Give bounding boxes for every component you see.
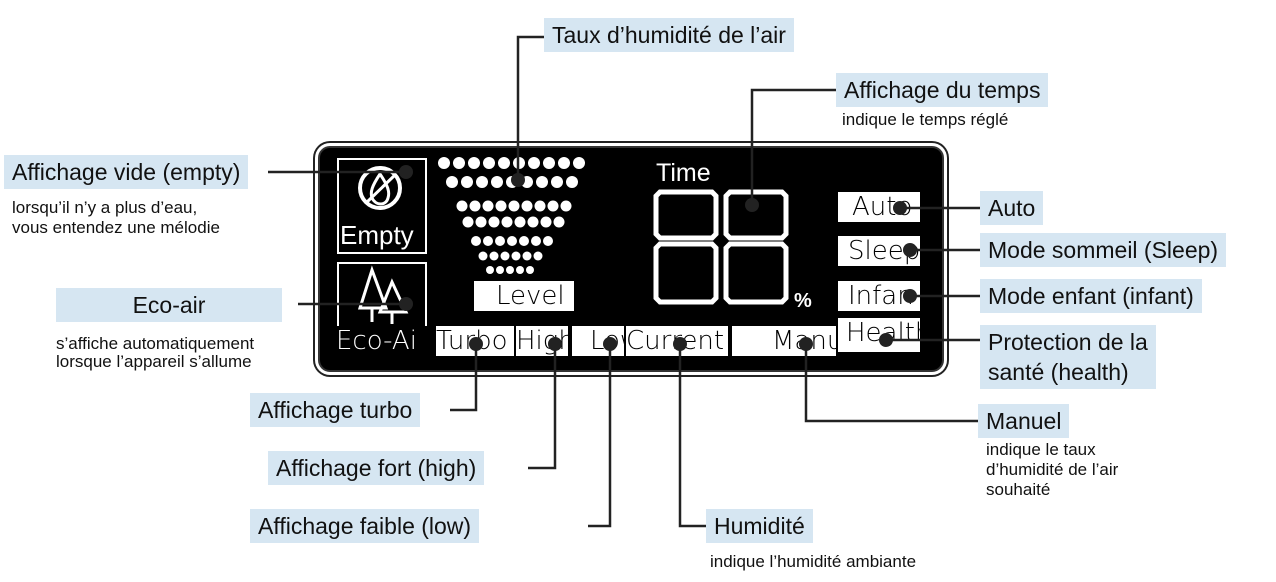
level-dot bbox=[514, 216, 526, 228]
level-dot bbox=[558, 157, 570, 169]
callout-eco-air: Eco-air bbox=[56, 288, 282, 322]
level-dot bbox=[553, 216, 565, 228]
callout-eco-air-sub-2: lorsque l’appareil s’allume bbox=[56, 352, 252, 371]
level-dot bbox=[527, 216, 539, 228]
level-dot bbox=[536, 176, 548, 188]
level-dot bbox=[531, 236, 541, 246]
callout-humidity-rate: Taux d’humidité de l’air bbox=[544, 18, 794, 52]
level-dot bbox=[495, 200, 507, 212]
level-dot bbox=[483, 236, 493, 246]
level-dot bbox=[521, 200, 533, 212]
level-dot bbox=[488, 216, 500, 228]
callout-health-line-1: Protection de la bbox=[988, 329, 1148, 355]
level-dot bbox=[478, 251, 488, 261]
callout-empty-sub-1: lorsqu’il n’y a plus d’eau, bbox=[12, 198, 198, 217]
level-dot bbox=[456, 200, 468, 212]
level-dot bbox=[475, 216, 487, 228]
callout-empty-sub-2: vous entendez une mélodie bbox=[12, 218, 220, 237]
level-dot bbox=[486, 266, 494, 274]
level-dot bbox=[543, 157, 555, 169]
level-dot bbox=[566, 176, 578, 188]
level-dot bbox=[534, 200, 546, 212]
level-dot bbox=[482, 200, 494, 212]
level-dot bbox=[461, 176, 473, 188]
callout-manual-sub-2: d’humidité de l’air bbox=[986, 460, 1119, 479]
level-dot bbox=[498, 157, 510, 169]
callout-manual-sub-3: souhaité bbox=[986, 480, 1051, 499]
level-dot bbox=[551, 176, 563, 188]
callout-eco-air-sub-1: s’affiche automatiquement bbox=[56, 334, 255, 353]
lcd-time-label: Time bbox=[656, 159, 711, 187]
level-dot bbox=[468, 157, 480, 169]
level-dot bbox=[495, 236, 505, 246]
level-dot bbox=[491, 176, 503, 188]
seven-segment-digit-right bbox=[723, 189, 789, 305]
level-dot bbox=[533, 251, 543, 261]
callout-high: Affichage fort (high) bbox=[268, 451, 485, 485]
leader-endpoints bbox=[399, 165, 917, 351]
level-dot bbox=[511, 251, 521, 261]
lcd-empty-text: Empty bbox=[340, 220, 414, 250]
level-dot bbox=[560, 200, 572, 212]
leader-lines bbox=[268, 35, 980, 528]
level-dot bbox=[547, 200, 559, 212]
level-dot bbox=[507, 236, 517, 246]
level-dot bbox=[526, 266, 534, 274]
level-dot bbox=[462, 216, 474, 228]
callout-manual-sub-1: indique le taux bbox=[986, 440, 1096, 459]
level-dot bbox=[573, 157, 585, 169]
seven-segment-digit-left bbox=[653, 189, 719, 305]
callout-low: Affichage faible (low) bbox=[250, 509, 480, 543]
level-dot bbox=[519, 236, 529, 246]
lcd-current-box: Current bbox=[626, 326, 728, 356]
drop-slash-icon bbox=[358, 166, 402, 210]
callout-manual: Manuel bbox=[978, 404, 1070, 438]
level-dot bbox=[489, 251, 499, 261]
level-dot bbox=[506, 266, 514, 274]
callout-health: Protection de la santé (health) bbox=[980, 325, 1156, 389]
callout-infant: Mode enfant (infant) bbox=[980, 279, 1202, 313]
level-dot bbox=[446, 176, 458, 188]
level-dot bbox=[508, 200, 520, 212]
lcd-manual-box: Manual bbox=[732, 326, 836, 356]
level-dot bbox=[471, 236, 481, 246]
trees-icon bbox=[357, 265, 409, 324]
lcd-eco-air-box: Eco-Ai bbox=[336, 326, 434, 356]
callout-empty: Affichage vide (empty) bbox=[4, 155, 249, 189]
callout-turbo: Affichage turbo bbox=[250, 393, 421, 427]
level-dot bbox=[522, 251, 532, 261]
callout-time-display: Affichage du temps bbox=[836, 73, 1049, 107]
level-dot bbox=[476, 176, 488, 188]
level-dot bbox=[500, 251, 510, 261]
level-dot bbox=[501, 216, 513, 228]
callout-sleep: Mode sommeil (Sleep) bbox=[980, 233, 1227, 267]
level-dot bbox=[528, 157, 540, 169]
lcd-infant-box: Infan bbox=[838, 281, 920, 311]
level-dot bbox=[483, 157, 495, 169]
level-dot bbox=[496, 266, 504, 274]
callout-auto: Auto bbox=[980, 191, 1044, 225]
callout-humidity-sub: indique l’humidité ambiante bbox=[710, 552, 917, 571]
level-dot bbox=[543, 236, 553, 246]
level-dot-pyramid bbox=[438, 157, 585, 274]
level-dot bbox=[540, 216, 552, 228]
lcd-auto-box: Auto bbox=[838, 192, 920, 222]
lcd-level-box: Level bbox=[474, 281, 574, 311]
callout-humidity: Humidité bbox=[706, 509, 813, 543]
level-dot bbox=[438, 157, 450, 169]
callout-health-line-2: santé (health) bbox=[988, 359, 1129, 385]
level-dot bbox=[469, 200, 481, 212]
callout-time-display-sub: indique le temps réglé bbox=[842, 110, 1009, 129]
level-dot bbox=[453, 157, 465, 169]
level-dot bbox=[516, 266, 524, 274]
lcd-percent: % bbox=[794, 290, 812, 312]
